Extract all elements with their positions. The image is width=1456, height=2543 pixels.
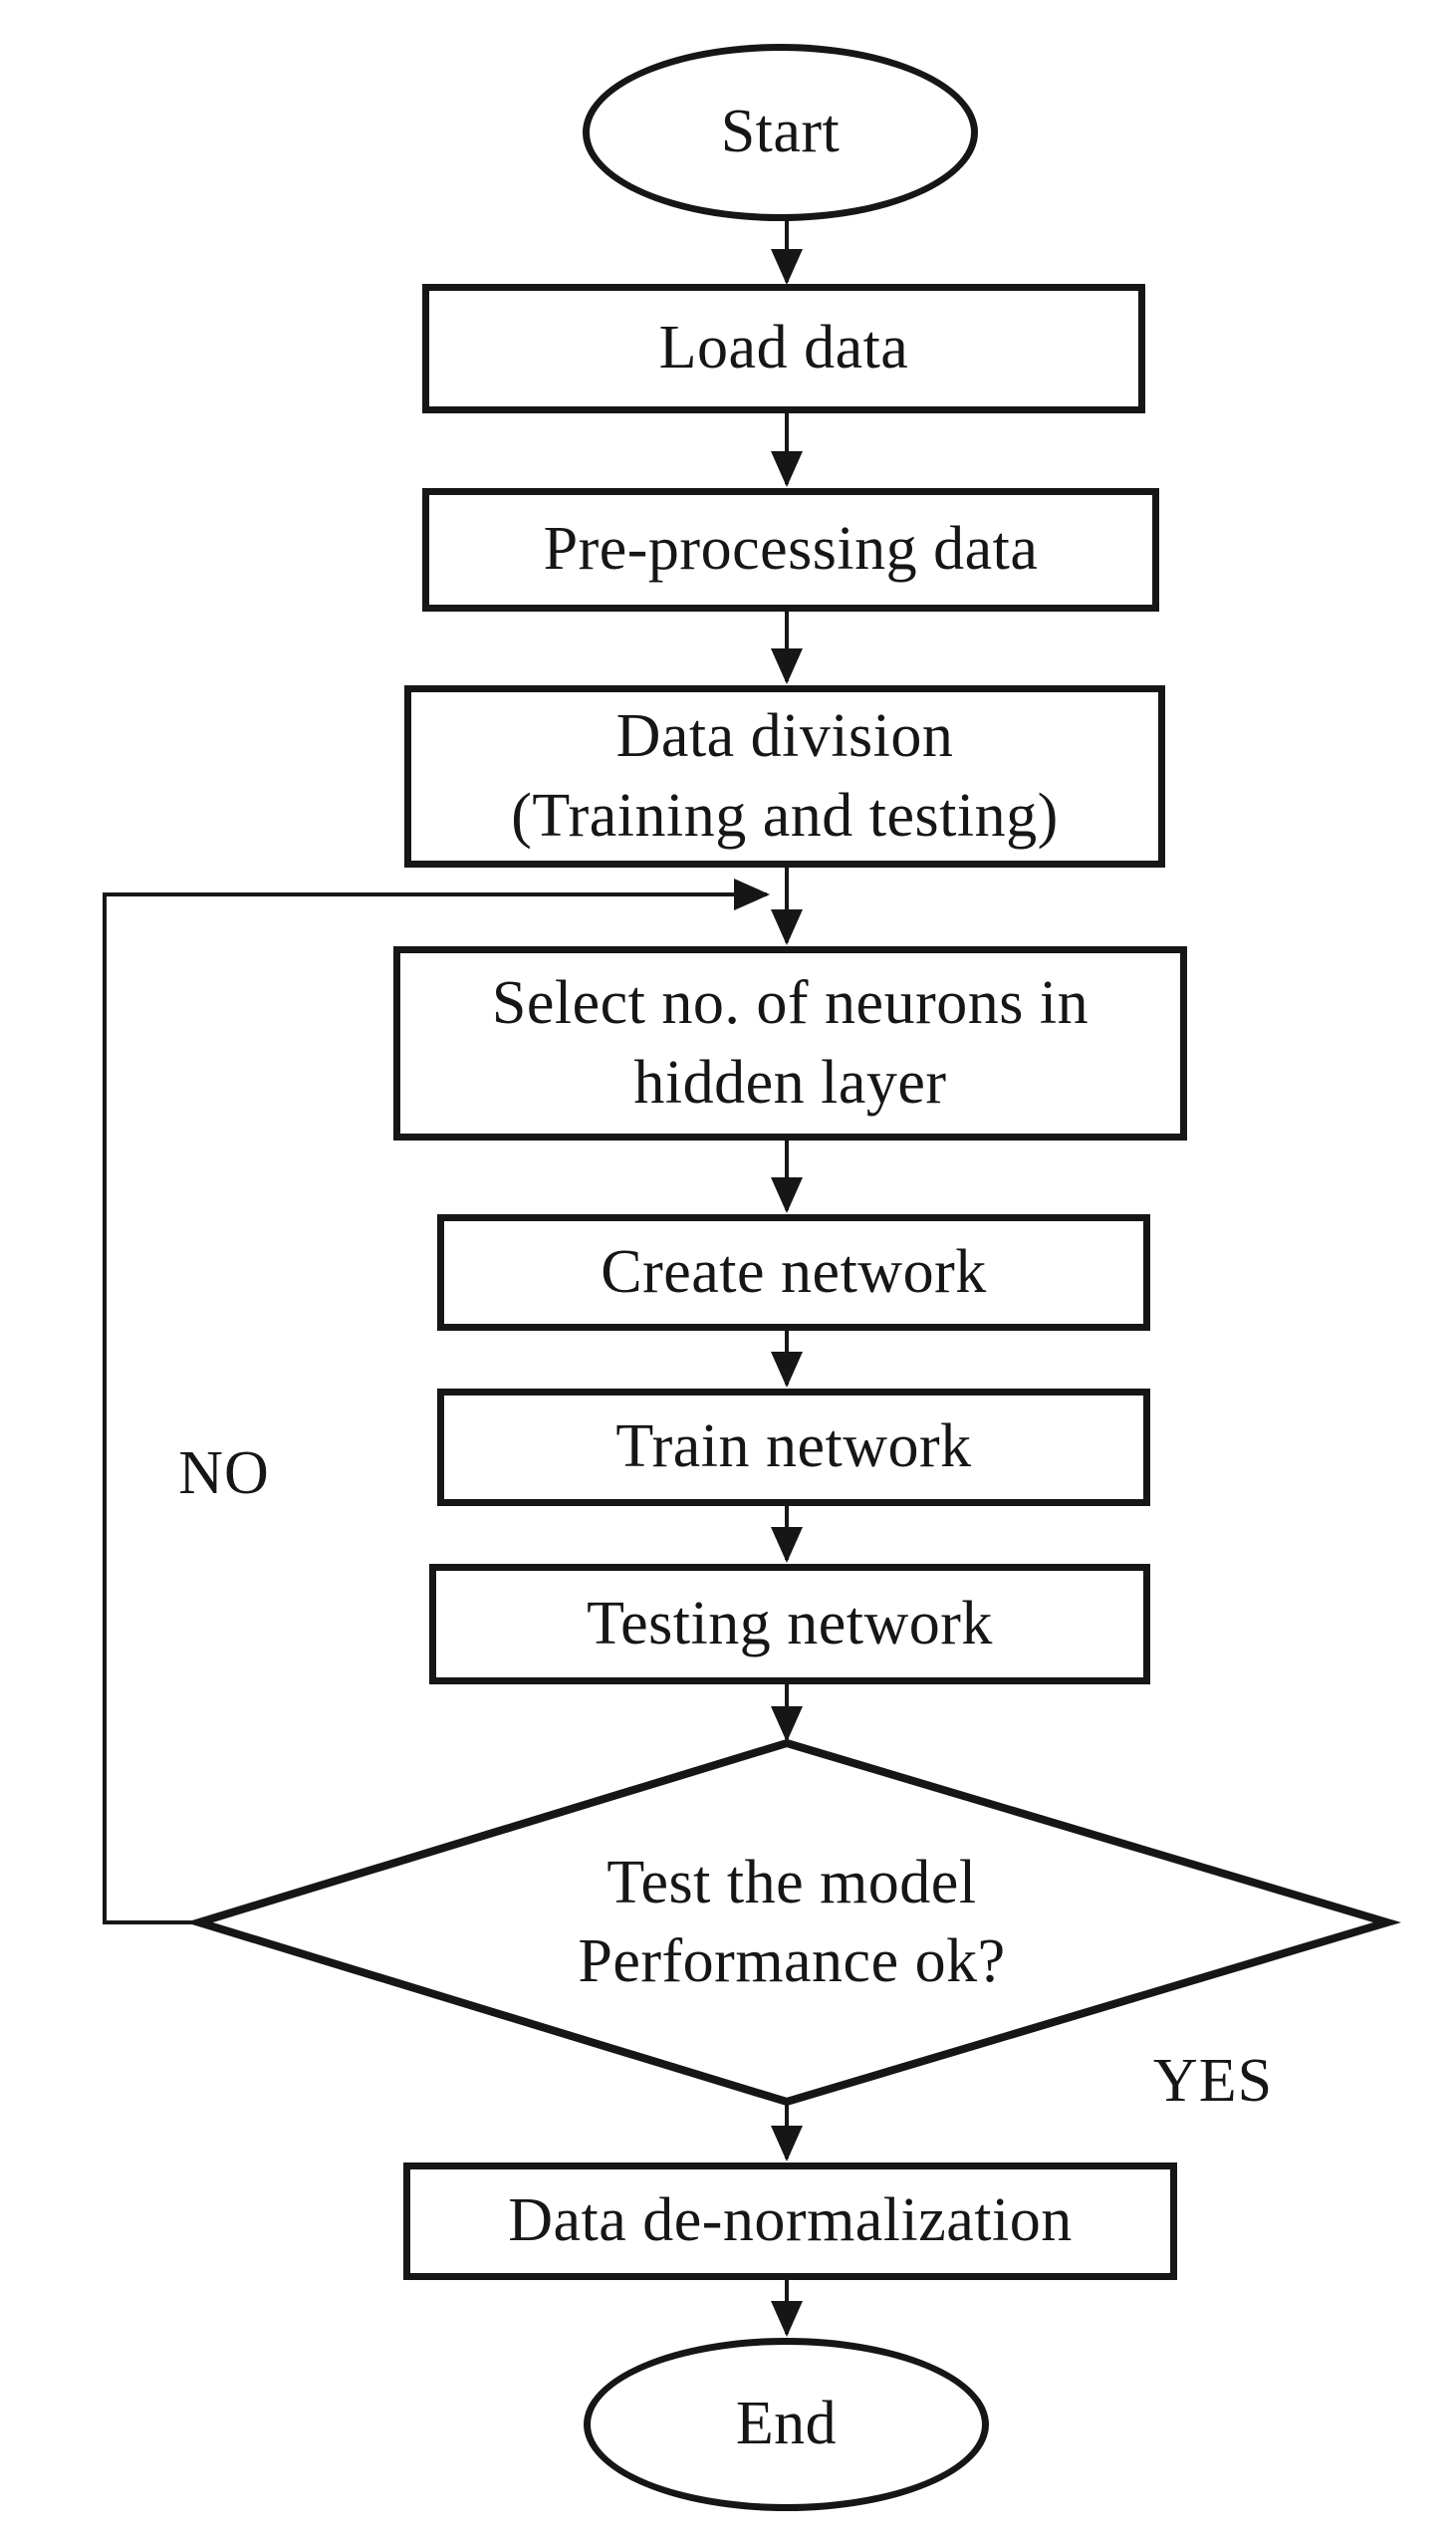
node-testing-network-label: Testing network <box>587 1589 993 1657</box>
node-select-neurons: Select no. of neurons in hidden layer <box>393 946 1187 1141</box>
node-data-denormalization: Data de-normalization <box>403 2162 1177 2280</box>
node-load-data-label: Load data <box>658 314 909 382</box>
node-data-denormalization-label: Data de-normalization <box>508 2186 1073 2255</box>
node-load-data: Load data <box>422 284 1145 413</box>
node-create-network: Create network <box>437 1214 1150 1331</box>
node-preprocessing-data: Pre-processing data <box>422 488 1159 612</box>
node-data-division: Data division (Training and testing) <box>404 685 1165 868</box>
node-select-neurons-label: Select no. of neurons in hidden layer <box>491 969 1090 1117</box>
node-testing-network: Testing network <box>429 1564 1150 1684</box>
node-train-network-label: Train network <box>615 1412 972 1481</box>
arrow-no-loop <box>103 879 770 1924</box>
node-start-label: Start <box>720 98 841 166</box>
node-create-network-label: Create network <box>601 1237 987 1306</box>
node-end: End <box>584 2338 989 2511</box>
node-preprocessing-data-label: Pre-processing data <box>543 515 1039 584</box>
node-decision: Test the model Performance ok? <box>438 1833 1145 2012</box>
edge-label-no: NO <box>178 1438 270 1507</box>
node-train-network: Train network <box>437 1389 1150 1506</box>
node-data-division-label: Data division (Training and testing) <box>511 702 1059 850</box>
edge-label-yes: YES <box>1152 2046 1274 2115</box>
node-decision-label: Test the model Performance ok? <box>578 1848 1006 1995</box>
node-end-label: End <box>735 2390 838 2458</box>
node-start: Start <box>583 44 978 221</box>
